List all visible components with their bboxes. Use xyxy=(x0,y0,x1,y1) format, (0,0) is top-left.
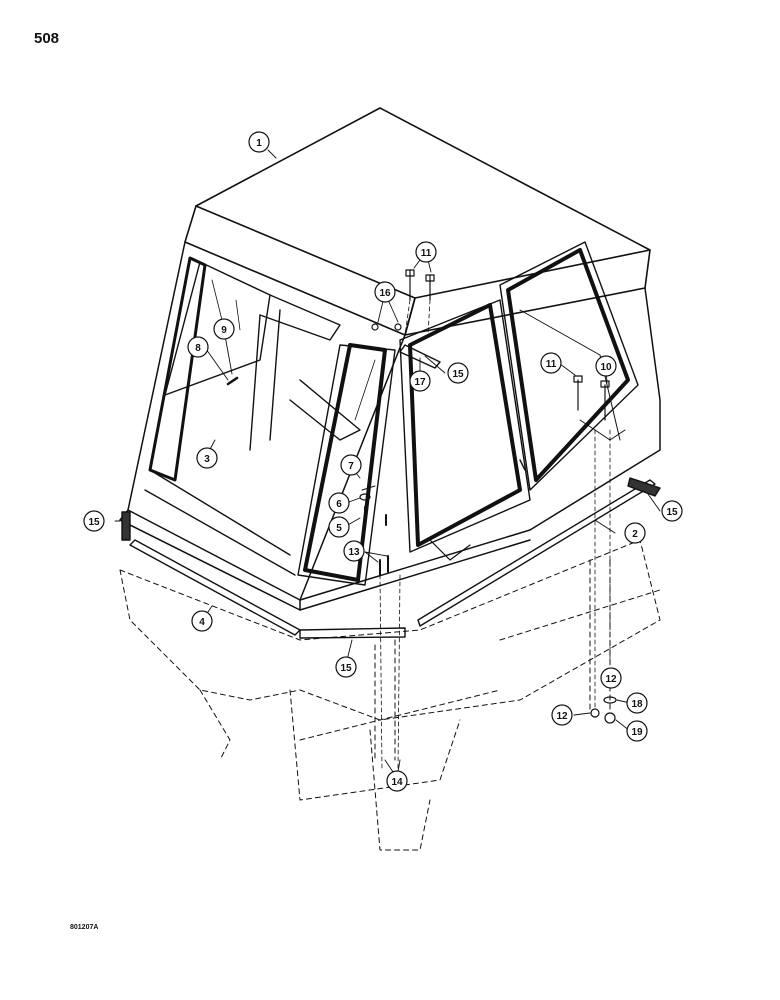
callout-label: 12 xyxy=(556,711,568,722)
callout-14 xyxy=(386,770,408,792)
callout-1 xyxy=(248,131,270,153)
callout-label: 9 xyxy=(221,325,227,336)
cab-roof xyxy=(184,107,651,336)
callout-label: 11 xyxy=(421,248,432,259)
callout-7 xyxy=(340,454,362,476)
callout-label: 11 xyxy=(546,359,557,370)
callout-15c xyxy=(447,362,469,384)
callout-label: 16 xyxy=(379,288,391,299)
callout-label: 7 xyxy=(348,461,354,472)
callout-label: 13 xyxy=(348,547,360,558)
left-window xyxy=(148,256,271,482)
right-window xyxy=(499,241,639,491)
callout-label: 6 xyxy=(336,499,342,510)
callout-label: 15 xyxy=(88,517,100,528)
callout-label: 4 xyxy=(199,617,205,628)
callout-label: 15 xyxy=(666,507,678,518)
callout-label: 5 xyxy=(336,523,342,534)
callout-label: 18 xyxy=(631,699,643,710)
drawing-code: 801207A xyxy=(70,924,99,931)
callout-label: 12 xyxy=(605,674,617,685)
callout-balloons xyxy=(83,131,683,792)
callout-label: 3 xyxy=(204,454,210,465)
callout-15b xyxy=(661,500,683,522)
callout-2 xyxy=(624,522,646,544)
callout-12 xyxy=(600,667,622,689)
callout-5 xyxy=(328,516,350,538)
callout-6 xyxy=(328,492,350,514)
callout-17 xyxy=(409,370,431,392)
callout-15d xyxy=(335,656,357,678)
callout-4 xyxy=(191,610,213,632)
callout-12b xyxy=(551,704,573,726)
callout-15 xyxy=(83,510,105,532)
hardware xyxy=(226,269,617,724)
callout-11b xyxy=(540,352,562,374)
alignment-lines xyxy=(379,299,611,771)
leader-lines xyxy=(114,149,661,779)
front-door xyxy=(297,343,396,586)
callout-label: 8 xyxy=(195,343,201,354)
callout-13 xyxy=(343,540,365,562)
callout-label: 2 xyxy=(632,529,638,540)
callout-label: 1 xyxy=(256,138,262,149)
callout-11 xyxy=(415,241,437,263)
callout-labels: 1 2 3 4 5 6 7 8 9 10 11 11 12 12 13 14 1… xyxy=(88,138,678,788)
trim-strips xyxy=(121,344,661,639)
callout-16 xyxy=(374,281,396,303)
callout-10 xyxy=(595,355,617,377)
machine-frame-dashed xyxy=(119,539,661,851)
callout-label: 14 xyxy=(391,777,403,788)
callout-label: 15 xyxy=(340,663,352,674)
callout-18 xyxy=(626,692,648,714)
callout-9 xyxy=(213,318,235,340)
callout-label: 15 xyxy=(452,369,464,380)
callout-label: 19 xyxy=(631,727,643,738)
callout-label: 10 xyxy=(600,362,612,373)
callout-19 xyxy=(626,720,648,742)
callout-8 xyxy=(187,336,209,358)
right-door xyxy=(399,299,531,561)
callout-label: 17 xyxy=(414,377,426,388)
rear-frame xyxy=(144,294,361,576)
callout-3 xyxy=(196,447,218,469)
page-number: 508 xyxy=(34,30,60,47)
